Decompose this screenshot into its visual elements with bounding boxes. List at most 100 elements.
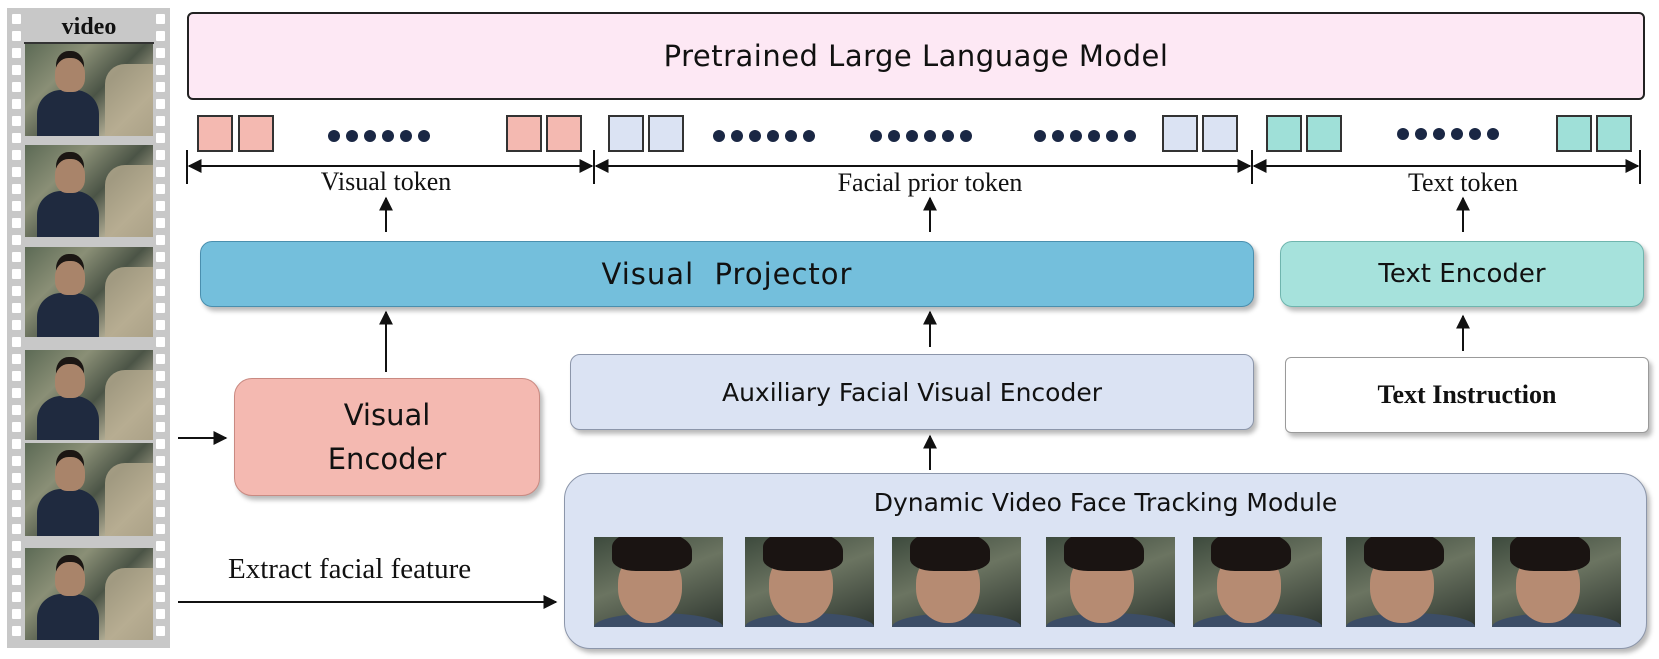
film-sprocket-hole — [12, 99, 21, 109]
film-sprocket-hole — [156, 286, 165, 296]
film-sprocket-hole — [12, 575, 21, 585]
film-sprocket-hole — [12, 48, 21, 58]
film-sprocket-hole — [156, 116, 165, 126]
film-sprocket-hole — [156, 235, 165, 245]
visual-encoder-label-line1: Visual — [343, 398, 431, 432]
film-sprocket-hole — [12, 133, 21, 143]
facial-prior-token — [1162, 115, 1198, 152]
text-instruction-box: Text Instruction — [1285, 357, 1649, 433]
facial-token-ellipsis — [870, 130, 972, 142]
film-sprocket-hole — [12, 116, 21, 126]
face-crop — [1492, 537, 1621, 627]
film-sprocket-hole — [156, 609, 165, 619]
film-sprocket-hole — [156, 48, 165, 58]
film-sprocket-hole — [156, 99, 165, 109]
film-sprocket-hole — [156, 439, 165, 449]
visual-token — [197, 115, 233, 152]
film-sprocket-hole — [156, 541, 165, 551]
film-sprocket-hole — [12, 252, 21, 262]
film-sprocket-hole — [156, 371, 165, 381]
film-sprocket-hole — [12, 286, 21, 296]
video-frame — [25, 548, 153, 640]
film-sprocket-hole — [12, 354, 21, 364]
film-sprocket-hole — [12, 65, 21, 75]
text-token — [1306, 115, 1342, 152]
film-sprocket-hole — [12, 524, 21, 534]
extract-facial-feature-label: Extract facial feature — [228, 553, 472, 585]
film-sprocket-hole — [156, 388, 165, 398]
visual-token-ellipsis — [328, 130, 430, 142]
llm-box: Pretrained Large Language Model — [187, 12, 1645, 100]
text-token-label: Text token — [1407, 168, 1519, 197]
film-sprocket-hole — [156, 65, 165, 75]
film-sprocket-hole — [156, 218, 165, 228]
film-sprocket-hole — [12, 235, 21, 245]
film-sprocket-hole — [156, 337, 165, 347]
film-sprocket-hole — [156, 473, 165, 483]
film-sprocket-hole — [156, 31, 165, 41]
film-sprocket-hole — [12, 150, 21, 160]
face-crop — [594, 537, 723, 627]
film-sprocket-hole — [156, 354, 165, 364]
film-sprocket-hole — [156, 184, 165, 194]
film-sprocket-hole — [12, 422, 21, 432]
film-sprocket-hole — [12, 490, 21, 500]
film-sprocket-hole — [12, 320, 21, 330]
facial-prior-token — [608, 115, 644, 152]
film-sprocket-hole — [12, 558, 21, 568]
face-tracking-module-title: Dynamic Video Face Tracking Module — [873, 488, 1338, 517]
film-sprocket-hole — [12, 371, 21, 381]
film-sprocket-hole — [156, 269, 165, 279]
film-sprocket-hole — [12, 439, 21, 449]
film-sprocket-hole — [156, 575, 165, 585]
video-label-underline — [24, 42, 154, 44]
film-sprocket-hole — [12, 303, 21, 313]
visual-token-label: Visual token — [320, 167, 452, 196]
text-token — [1596, 115, 1632, 152]
film-sprocket-hole — [12, 507, 21, 517]
film-sprocket-hole — [12, 473, 21, 483]
film-sprocket-hole — [156, 524, 165, 534]
film-sprocket-hole — [156, 507, 165, 517]
film-sprocket-hole — [12, 218, 21, 228]
film-sprocket-hole — [12, 337, 21, 347]
film-sprocket-hole — [156, 201, 165, 211]
film-sprocket-hole — [156, 14, 165, 24]
film-sprocket-hole — [12, 14, 21, 24]
visual-encoder-box: Visual Encoder — [234, 378, 540, 496]
film-sprocket-hole — [156, 167, 165, 177]
film-sprocket-hole — [156, 405, 165, 415]
face-crop — [1193, 537, 1322, 627]
film-sprocket-hole — [12, 269, 21, 279]
film-sprocket-hole — [156, 592, 165, 602]
facial-prior-token — [1202, 115, 1238, 152]
facial-prior-token — [648, 115, 684, 152]
text-encoder-box: Text Encoder — [1280, 241, 1644, 307]
film-sprocket-hole — [12, 456, 21, 466]
auxiliary-facial-visual-encoder-box: Auxiliary Facial Visual Encoder — [570, 354, 1254, 430]
text-token — [1556, 115, 1592, 152]
film-sprocket-hole — [12, 167, 21, 177]
film-sprocket-hole — [156, 422, 165, 432]
video-frame — [25, 350, 153, 440]
face-crop — [745, 537, 874, 627]
film-sprocket-hole — [156, 456, 165, 466]
film-sprocket-hole — [12, 592, 21, 602]
film-sprocket-hole — [12, 184, 21, 194]
film-sprocket-hole — [156, 133, 165, 143]
text-token-ellipsis — [1397, 128, 1499, 140]
visual-encoder-label-line2: Encoder — [327, 442, 447, 476]
visual-projector-box: Visual Projector — [200, 241, 1254, 307]
face-crop — [1046, 537, 1175, 627]
video-label: video — [61, 14, 117, 40]
film-sprocket-hole — [12, 609, 21, 619]
visual-token — [546, 115, 582, 152]
video-frame — [25, 145, 153, 237]
film-sprocket-hole — [156, 490, 165, 500]
film-sprocket-hole — [156, 626, 165, 636]
film-sprocket-hole — [12, 541, 21, 551]
facial-prior-token-label: Facial prior token — [837, 168, 1023, 197]
film-sprocket-hole — [156, 320, 165, 330]
video-frame — [25, 247, 153, 337]
